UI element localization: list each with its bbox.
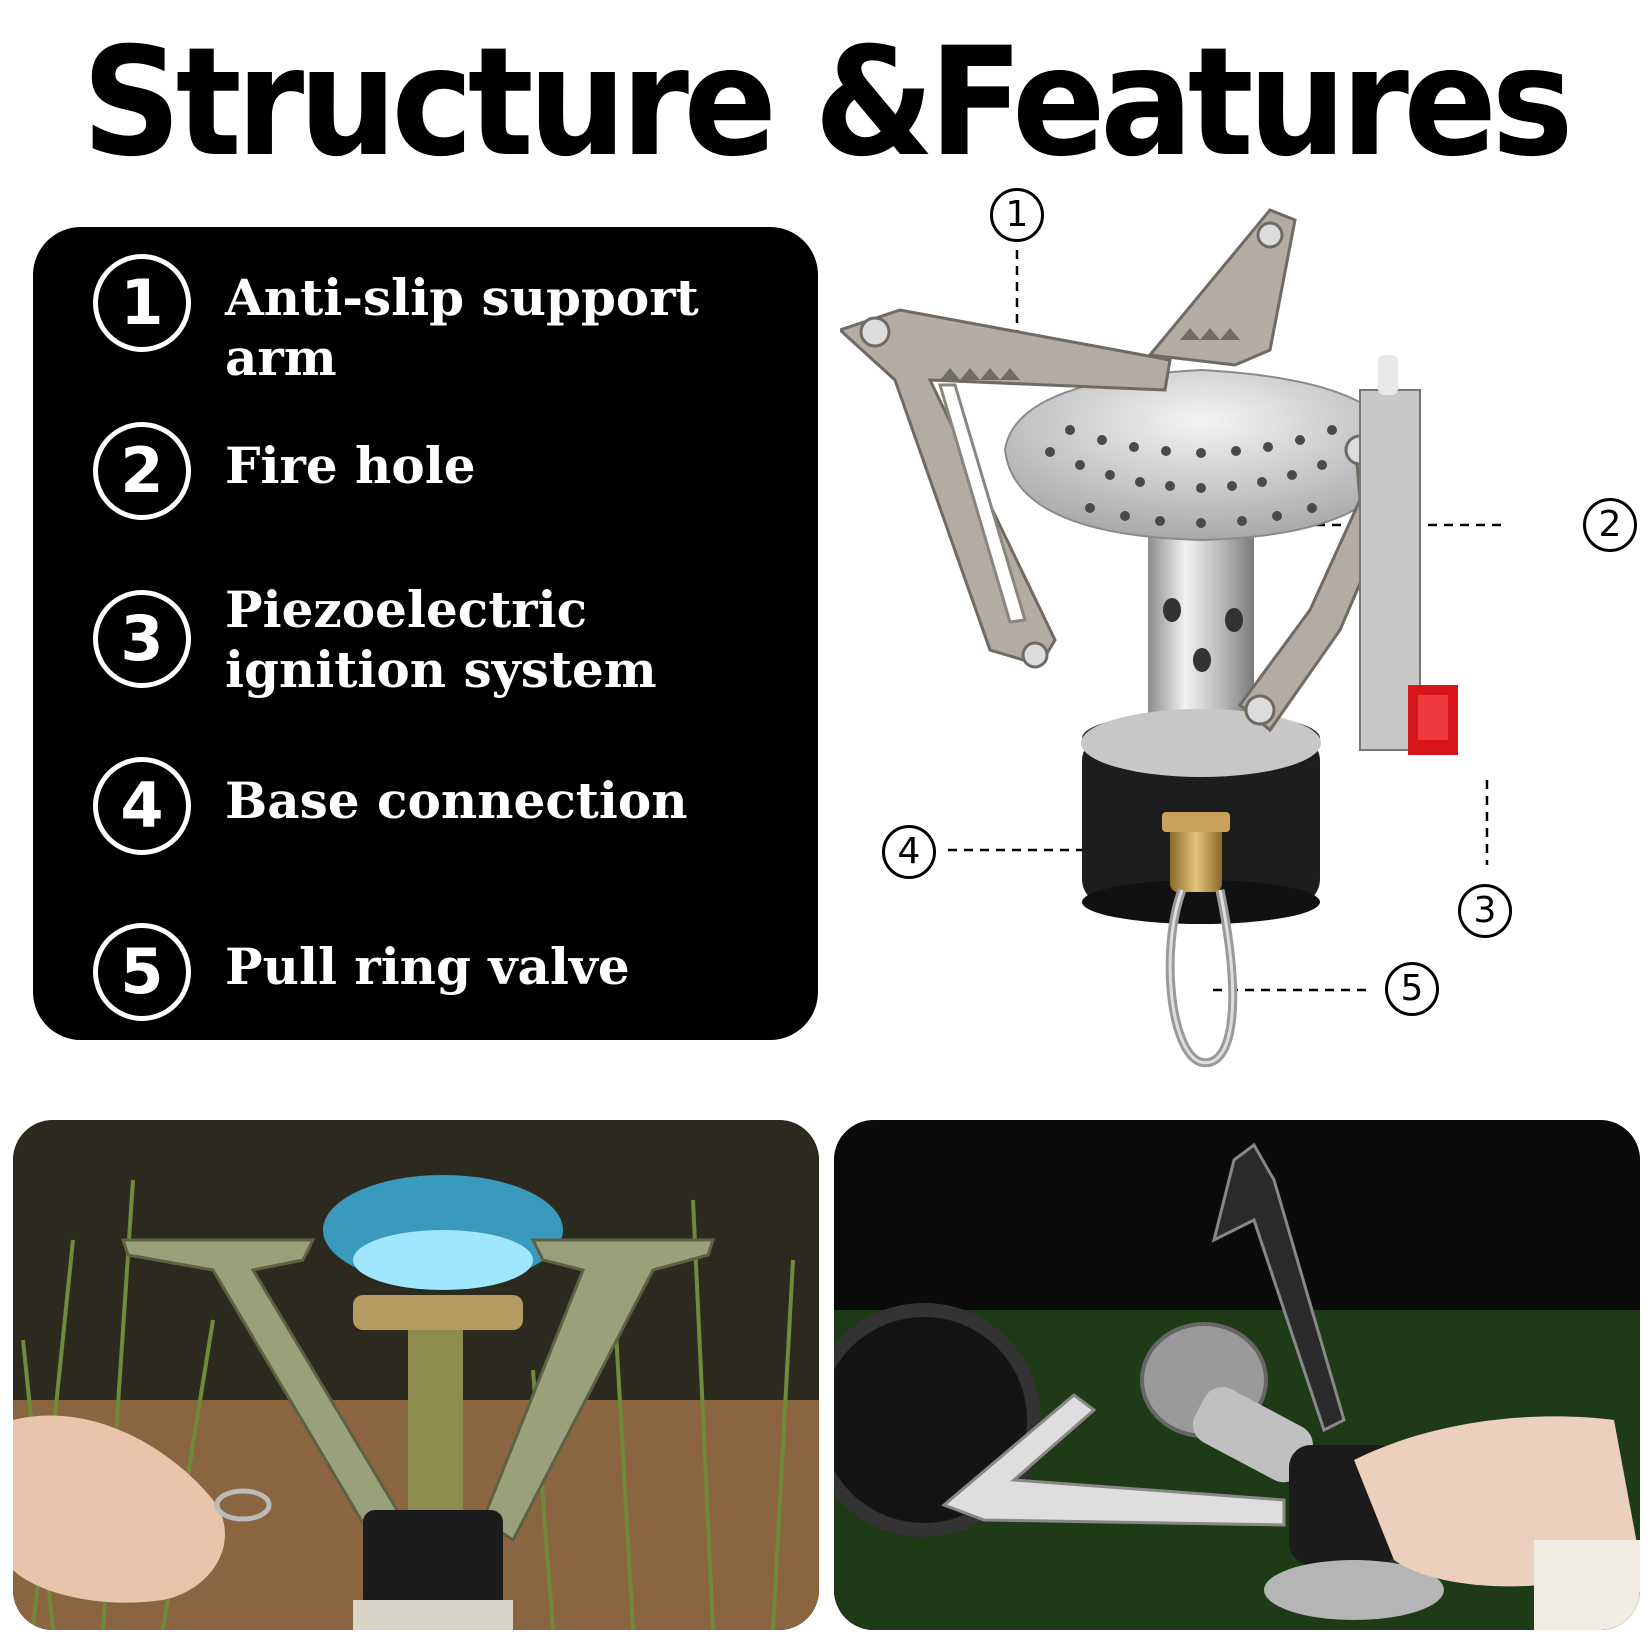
feature-label-1: Anti-slip support arm [225,268,699,387]
fire-hole-dome [1003,368,1402,542]
page-title: Structure &Features [81,16,1574,190]
burner-tube [1081,525,1321,777]
callout-4: 4 [882,825,936,879]
photo-stove-lit [13,1120,819,1630]
feature-label-2: Fire hole [225,436,476,495]
feature-label-5: Pull ring valve [225,937,630,996]
feature-item-3: 3 Piezoelectric ignition system [93,580,745,700]
callout-5: 5 [1385,962,1439,1016]
stove-diagram [840,208,1503,1068]
feature-number-4: 4 [93,757,191,855]
ignition-unit [1359,355,1458,755]
callout-3: 3 [1458,884,1512,938]
feature-number-1: 1 [93,254,191,352]
feature-item-2: 2 Fire hole [93,422,745,520]
pull-ring-valve [1162,812,1238,1068]
feature-label-3: Piezoelectric ignition system [225,580,657,699]
feature-label-4: Base connection [225,771,688,830]
callout-2: 2 [1583,498,1637,552]
feature-number-2: 2 [93,422,191,520]
features-panel: 1 Anti-slip support arm 2 Fire hole 3 Pi… [33,227,818,1040]
feature-number-3: 3 [93,590,191,688]
feature-number-5: 5 [93,923,191,1021]
feature-item-4: 4 Base connection [93,757,745,855]
feature-item-1: 1 Anti-slip support arm [93,254,745,388]
feature-item-5: 5 Pull ring valve [93,923,745,1021]
arm-teeth [940,328,1240,380]
photo-stove-folding [834,1120,1640,1630]
callout-1: 1 [990,188,1044,242]
